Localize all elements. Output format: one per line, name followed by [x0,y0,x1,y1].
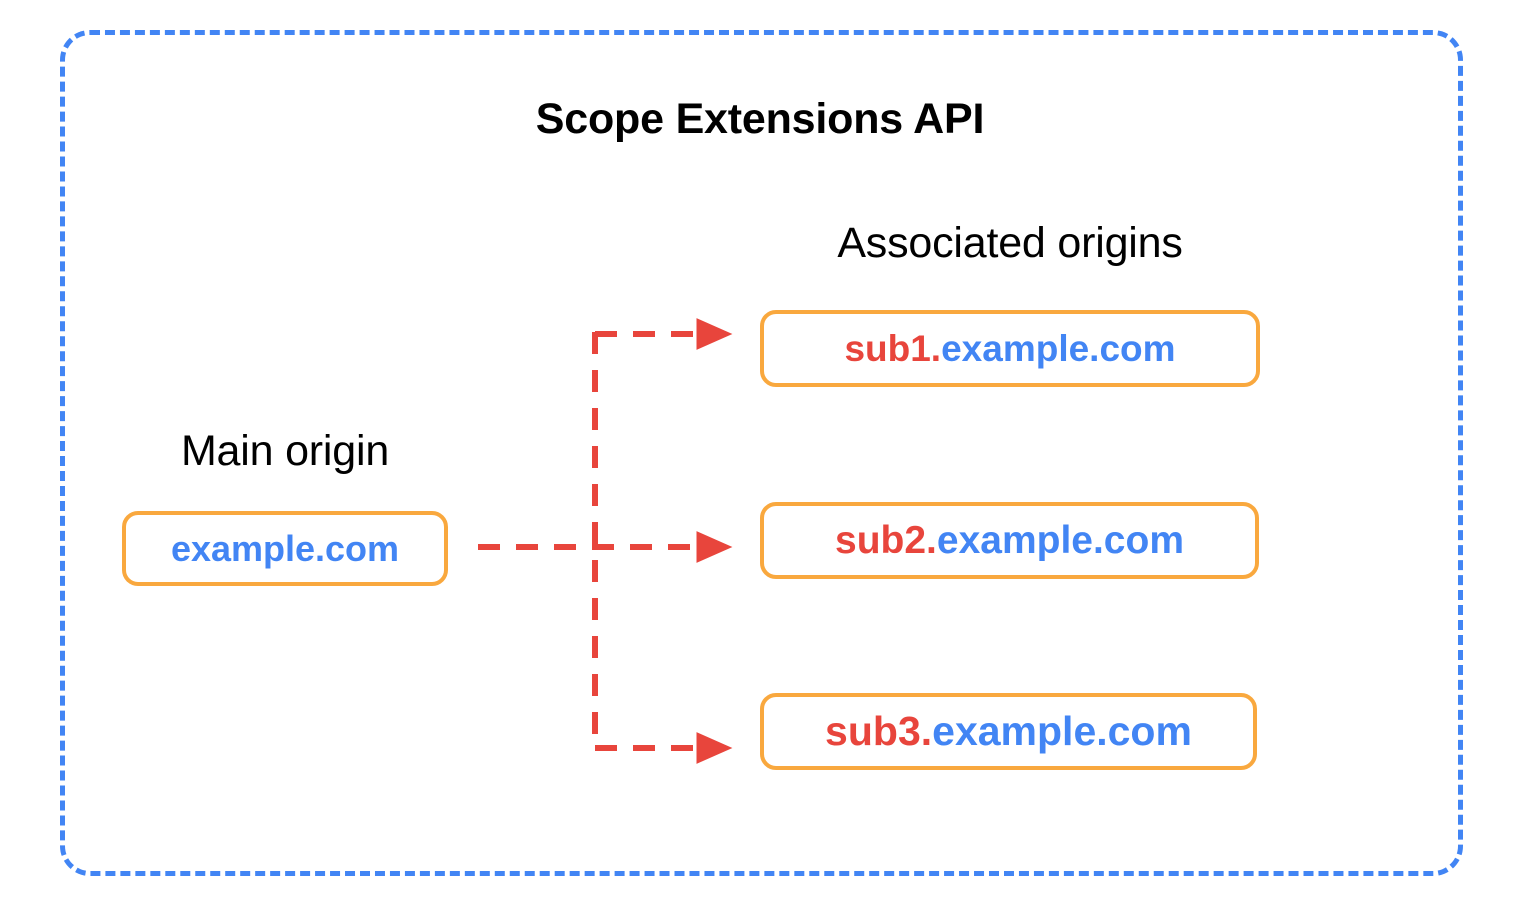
origin-box-sub3[interactable]: sub3.example.com [760,693,1257,770]
origin-box-sub1[interactable]: sub1.example.com [760,310,1260,387]
page-title: Scope Extensions API [535,95,985,143]
origin-domain: example.com [170,527,400,569]
origin-domain: example.com [941,327,1176,369]
origin-domain: example.com [932,708,1192,754]
associated-origins-label: Associated origins [837,219,1183,267]
origin-box-sub2[interactable]: sub2.example.com [760,502,1259,579]
origin-subdomain: sub1. [844,327,942,369]
origin-box-main[interactable]: example.com [122,511,448,586]
origin-domain: example.com [936,518,1184,562]
main-origin-label: Main origin [180,427,390,475]
scope-extensions-frame [60,30,1463,876]
origin-subdomain: sub2. [835,518,937,562]
origin-subdomain: sub3. [825,708,933,754]
